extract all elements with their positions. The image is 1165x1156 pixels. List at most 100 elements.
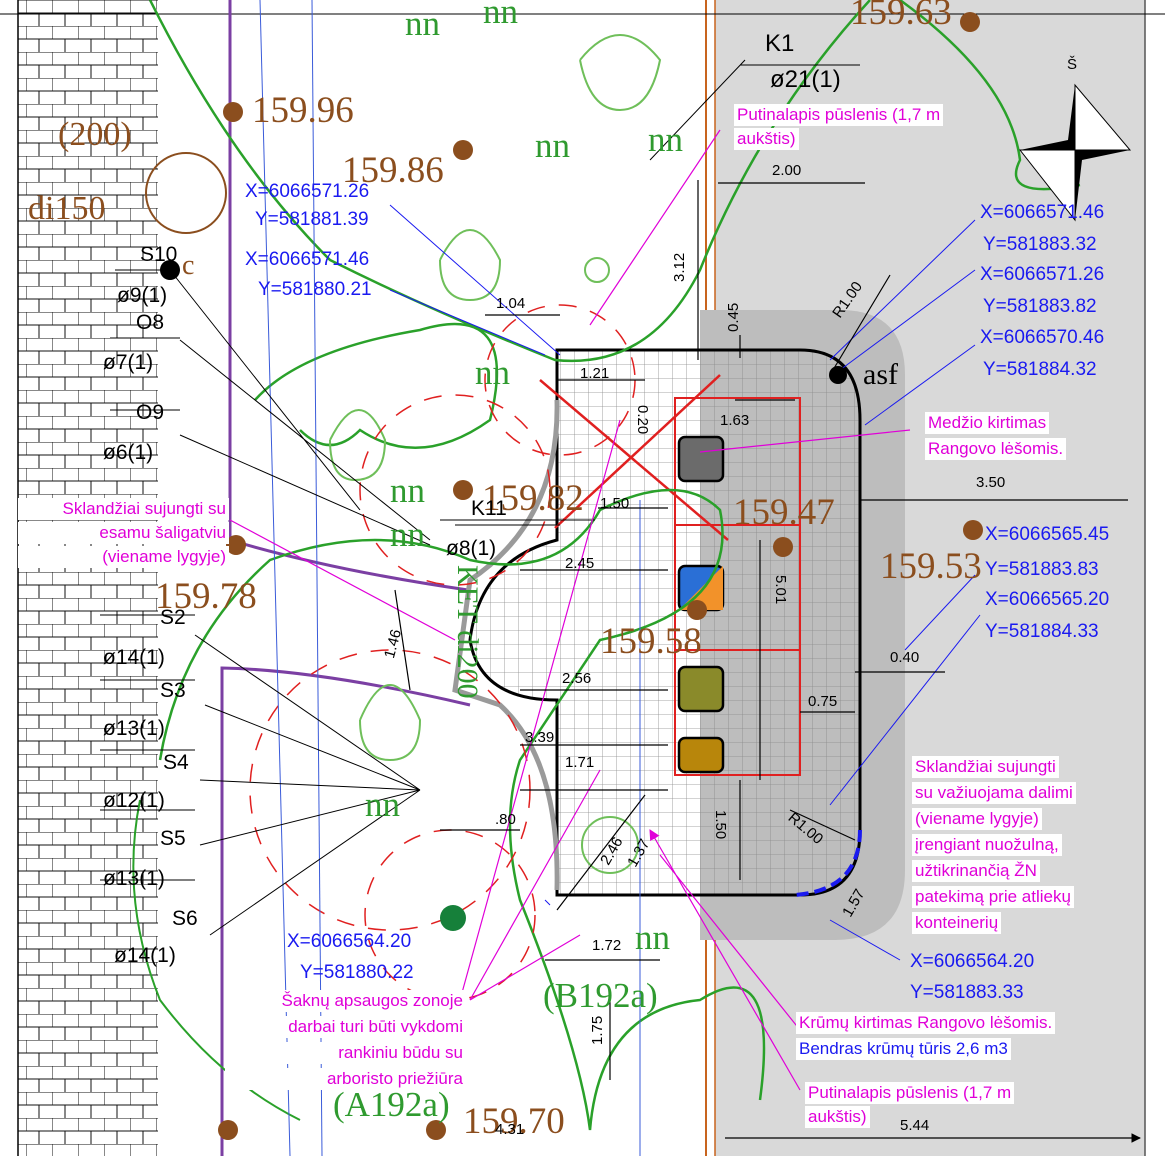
note-vaziuojama-2: su važiuojama dalimi bbox=[912, 782, 1076, 805]
vegetation-label: nn bbox=[405, 4, 440, 43]
tree-dia-s3: ø13(1) bbox=[103, 717, 165, 740]
note-saknu-4: arboristo priežiūra bbox=[225, 1068, 466, 1091]
leader-magenta bbox=[229, 129, 911, 1091]
note-saligatviu-2: esamu šaligatviu bbox=[18, 522, 229, 545]
tree-canopy-2 bbox=[359, 684, 422, 762]
label-underlines bbox=[100, 64, 860, 881]
tree-id-s6: S6 bbox=[172, 907, 198, 930]
tree-cross-1 bbox=[539, 379, 729, 541]
dimension-label: 0.20 bbox=[634, 405, 651, 435]
purple-wall-bottom bbox=[220, 666, 471, 1156]
dimension-label: 5.44 bbox=[900, 1117, 930, 1134]
dot-6 bbox=[963, 520, 983, 540]
note-putinalapis-bottom-2: aukštis) bbox=[805, 1106, 870, 1129]
dimension-lines bbox=[394, 180, 1140, 1138]
note-krumu-2: Bendras krūmų tūris 2,6 m3 bbox=[796, 1038, 1011, 1061]
shrub-outline-2 bbox=[899, 0, 1081, 191]
tree-dia-s10: ø9(1) bbox=[117, 284, 168, 307]
tree-canopy-4 bbox=[439, 229, 502, 302]
dimension-label: 1.75 bbox=[589, 1015, 606, 1045]
dot-2 bbox=[453, 140, 473, 160]
tree-id-k11: K11 bbox=[471, 497, 507, 520]
dot-9 bbox=[218, 1120, 238, 1140]
platform-grid bbox=[468, 348, 862, 897]
elevation-label: 159.82 bbox=[482, 478, 584, 519]
shrub-outline-3 bbox=[254, 322, 499, 450]
tree-marker-green bbox=[440, 905, 466, 931]
dimension-r-top bbox=[829, 274, 891, 376]
dimension-label: 1.04 bbox=[496, 295, 526, 312]
dimension-label: 4.31 bbox=[495, 1121, 525, 1138]
tree-marker-asf bbox=[829, 366, 847, 384]
note-medzio-1: Medžio kirtimas bbox=[925, 412, 1050, 435]
note-vaziuojama-7: konteinerių bbox=[912, 912, 1002, 935]
dimension-label: 1.72 bbox=[592, 937, 622, 954]
tree-dia-k11: ø8(1) bbox=[446, 537, 497, 560]
dot-8 bbox=[687, 600, 707, 620]
vegetation-label: nn bbox=[483, 0, 518, 31]
tree-dia-s2: ø14(1) bbox=[103, 646, 165, 669]
blue-line-1 bbox=[259, 0, 291, 1156]
ket-pipe-label: KET di200 bbox=[451, 565, 484, 699]
dimension-label: 2.56 bbox=[562, 670, 592, 687]
note-vaziuojama-3: (viename lygyje) bbox=[912, 808, 1042, 831]
compass-star-inner bbox=[1018, 83, 1132, 222]
coordinate-x: X=6066571.26 bbox=[980, 264, 1105, 285]
note-krumu-1: Krūmų kirtimas Rangovo lėšomis. bbox=[796, 1012, 1056, 1035]
dimension-label: 2.00 bbox=[772, 162, 802, 179]
surface-asf-label: asf bbox=[863, 358, 898, 391]
dot-1 bbox=[223, 102, 243, 122]
leader-lines bbox=[169, 59, 746, 936]
note-putinalapis-bottom-1: Putinalapis pūslenis (1,7 m bbox=[805, 1082, 1015, 1105]
dot-5 bbox=[773, 537, 793, 557]
vegetation-label: nn bbox=[635, 918, 670, 957]
tree-dia-s4: ø12(1) bbox=[103, 789, 165, 812]
coordinate-y: Y=581880.22 bbox=[300, 962, 414, 983]
dimension-label: 5.01 bbox=[772, 575, 789, 605]
note-vaziuojama-4: įrengiant nuožulną, bbox=[912, 834, 1062, 857]
blue-line-2 bbox=[311, 0, 323, 1156]
dimension-label: 3.39 bbox=[525, 729, 555, 746]
vegetation-label: nn bbox=[535, 126, 570, 165]
tree-dia-k1: ø21(1) bbox=[770, 66, 841, 93]
coordinate-y: Y=581883.33 bbox=[910, 982, 1024, 1003]
vegetation-label: nn bbox=[390, 515, 425, 554]
well-circle bbox=[145, 152, 227, 234]
coordinate-y: Y=581883.32 bbox=[983, 234, 1097, 255]
dimension-label: .80 bbox=[495, 811, 516, 828]
dot-10 bbox=[426, 1120, 446, 1140]
dimension-label: 0.75 bbox=[808, 693, 838, 710]
elevation-label: 159.53 bbox=[880, 546, 982, 587]
count-200-label: (200) bbox=[58, 116, 132, 153]
note-saknu-2: darbai turi būti vykdomi bbox=[225, 1016, 466, 1039]
coordinate-x: X=6066565.20 bbox=[985, 589, 1110, 610]
dimension-label: 1.50 bbox=[600, 495, 630, 512]
dimension-label: 1.50 bbox=[712, 810, 729, 840]
tree-id-k1: K1 bbox=[765, 30, 795, 57]
elevation-label: 159.58 bbox=[600, 621, 702, 662]
coordinate-x: X=6066571.26 bbox=[245, 181, 370, 202]
coordinate-x: X=6066564.20 bbox=[287, 931, 412, 952]
note-vaziuojama-6: patekimą prie atliekų bbox=[912, 886, 1074, 909]
tree-id-s10: S10 bbox=[140, 243, 178, 266]
dimension-label: 0.45 bbox=[725, 302, 742, 332]
dot-7 bbox=[226, 535, 246, 555]
container-bio bbox=[677, 736, 725, 774]
plant-mark-b192a: (B192a) bbox=[543, 976, 658, 1015]
coordinate-y: Y=581881.39 bbox=[255, 209, 369, 230]
leader-blue bbox=[389, 204, 981, 961]
elevation-label: 159.47 bbox=[733, 492, 835, 533]
tree-dia-o9: ø6(1) bbox=[103, 441, 154, 464]
tree-dia-s5: ø13(1) bbox=[103, 867, 165, 890]
elevation-label: 159.86 bbox=[342, 150, 444, 191]
shrub-circle-1 bbox=[581, 816, 639, 874]
elevation-label: 159.63 bbox=[850, 0, 952, 33]
tree-dia-o8: ø7(1) bbox=[103, 351, 154, 374]
tree-id-s4: S4 bbox=[163, 751, 189, 774]
dimension-label: 2.45 bbox=[565, 555, 595, 572]
tree-cross-2 bbox=[554, 374, 721, 529]
shrub-outline-1 bbox=[148, 0, 871, 363]
elevation-label: 159.70 bbox=[463, 1101, 565, 1142]
slope-ramp-blue bbox=[794, 829, 862, 897]
